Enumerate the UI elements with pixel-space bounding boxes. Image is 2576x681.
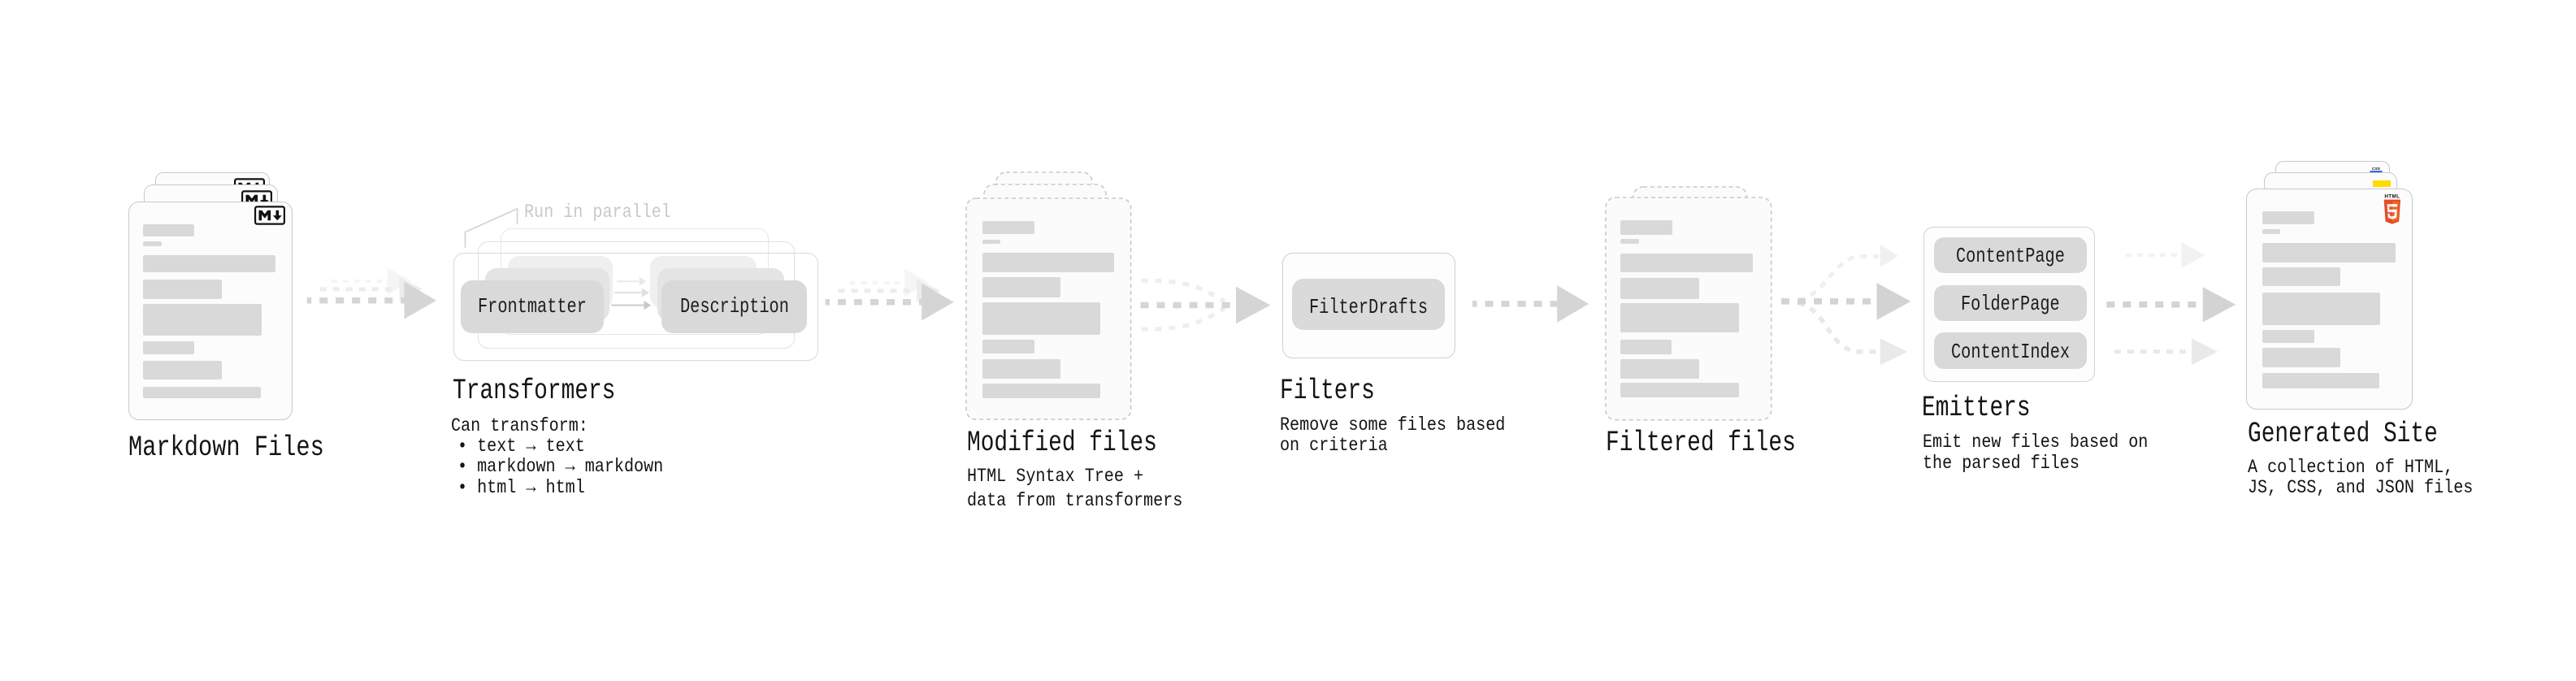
svg-text:HTML: HTML xyxy=(2384,194,2400,200)
svg-text:CSS: CSS xyxy=(2371,167,2379,171)
